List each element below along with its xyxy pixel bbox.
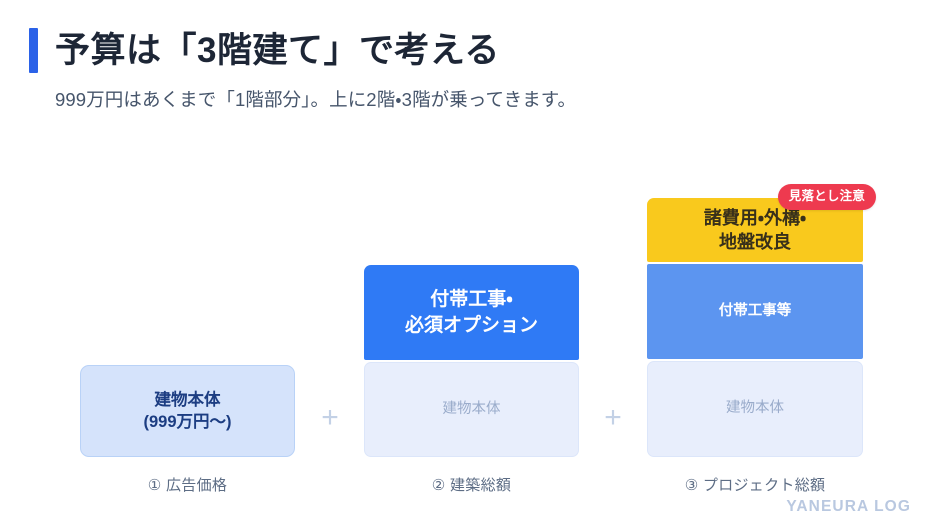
layer-incidental-works-options: 付帯工事・ 必須オプション — [364, 265, 579, 360]
brand-watermark: YANEURA LOG — [786, 498, 911, 515]
layer-line-primary: 付帯工事等 — [718, 302, 792, 319]
overlooked-warning-badge: 見落とし注意 — [777, 184, 876, 210]
title-row: 予算は「3階建て」で考える — [29, 28, 909, 73]
slide-header: 予算は「3階建て」で考える 999万円はあくまで「1階部分」。上に2階・3階が乗… — [29, 28, 909, 112]
layer-building-body-3: 建物本体 — [647, 361, 863, 457]
layer-building-body-2: 建物本体 — [364, 362, 579, 457]
layer-building-body-1: 建物本体 (999万円〜) — [80, 365, 295, 457]
cost-column-caption-3: ③ プロジェクト総額 — [684, 477, 826, 494]
layer-incidental-works: 付帯工事等 — [647, 264, 863, 359]
layer-line-primary: 建物本体 — [726, 400, 784, 417]
layer-line-secondary: (999万円〜) — [143, 413, 232, 431]
layer-misc-exterior-ground: 見落とし注意 諸費用・外構・ 地盤改良 — [647, 184, 876, 262]
layer-line-primary: 建物本体 — [154, 390, 221, 409]
cost-column-caption-1: ① 広告価格 — [147, 477, 228, 494]
cost-stack-3: 見落とし注意 諸費用・外構・ 地盤改良 付帯工事等 建物本体 — [647, 184, 876, 457]
layer-line-secondary: 地盤改良 — [719, 232, 791, 252]
cost-column-3: 見落とし注意 諸費用・外構・ 地盤改良 付帯工事等 建物本体 ③ プロジェクト総… — [647, 184, 876, 495]
page-title: 予算は「3階建て」で考える — [55, 30, 500, 70]
layer-line-primary: 諸費用・外構・ — [703, 207, 807, 228]
cost-column-1: 建物本体 (999万円〜) ① 広告価格 — [80, 365, 295, 495]
title-accent-bar — [29, 28, 38, 73]
cost-column-2: 付帯工事・ 必須オプション 建物本体 ② 建築総額 — [364, 265, 579, 495]
plus-icon-2: + — [604, 401, 622, 434]
cost-column-caption-2: ② 建築総額 — [431, 477, 512, 494]
stacked-cost-diagram: 建物本体 (999万円〜) ① 広告価格 + 付帯工事・ 必須オプション 建物本… — [0, 150, 944, 495]
cost-stack-2: 付帯工事・ 必須オプション 建物本体 — [364, 265, 579, 457]
plus-icon-1: + — [321, 401, 339, 434]
layer-line-secondary: 必須オプション — [404, 314, 538, 336]
page-subtitle: 999万円はあくまで「1階部分」。上に2階・3階が乗ってきます。 — [55, 89, 577, 110]
layer-line-primary: 付帯工事・ — [430, 288, 513, 310]
layer-line-primary: 建物本体 — [442, 400, 501, 417]
cost-stack-1: 建物本体 (999万円〜) — [80, 365, 295, 457]
